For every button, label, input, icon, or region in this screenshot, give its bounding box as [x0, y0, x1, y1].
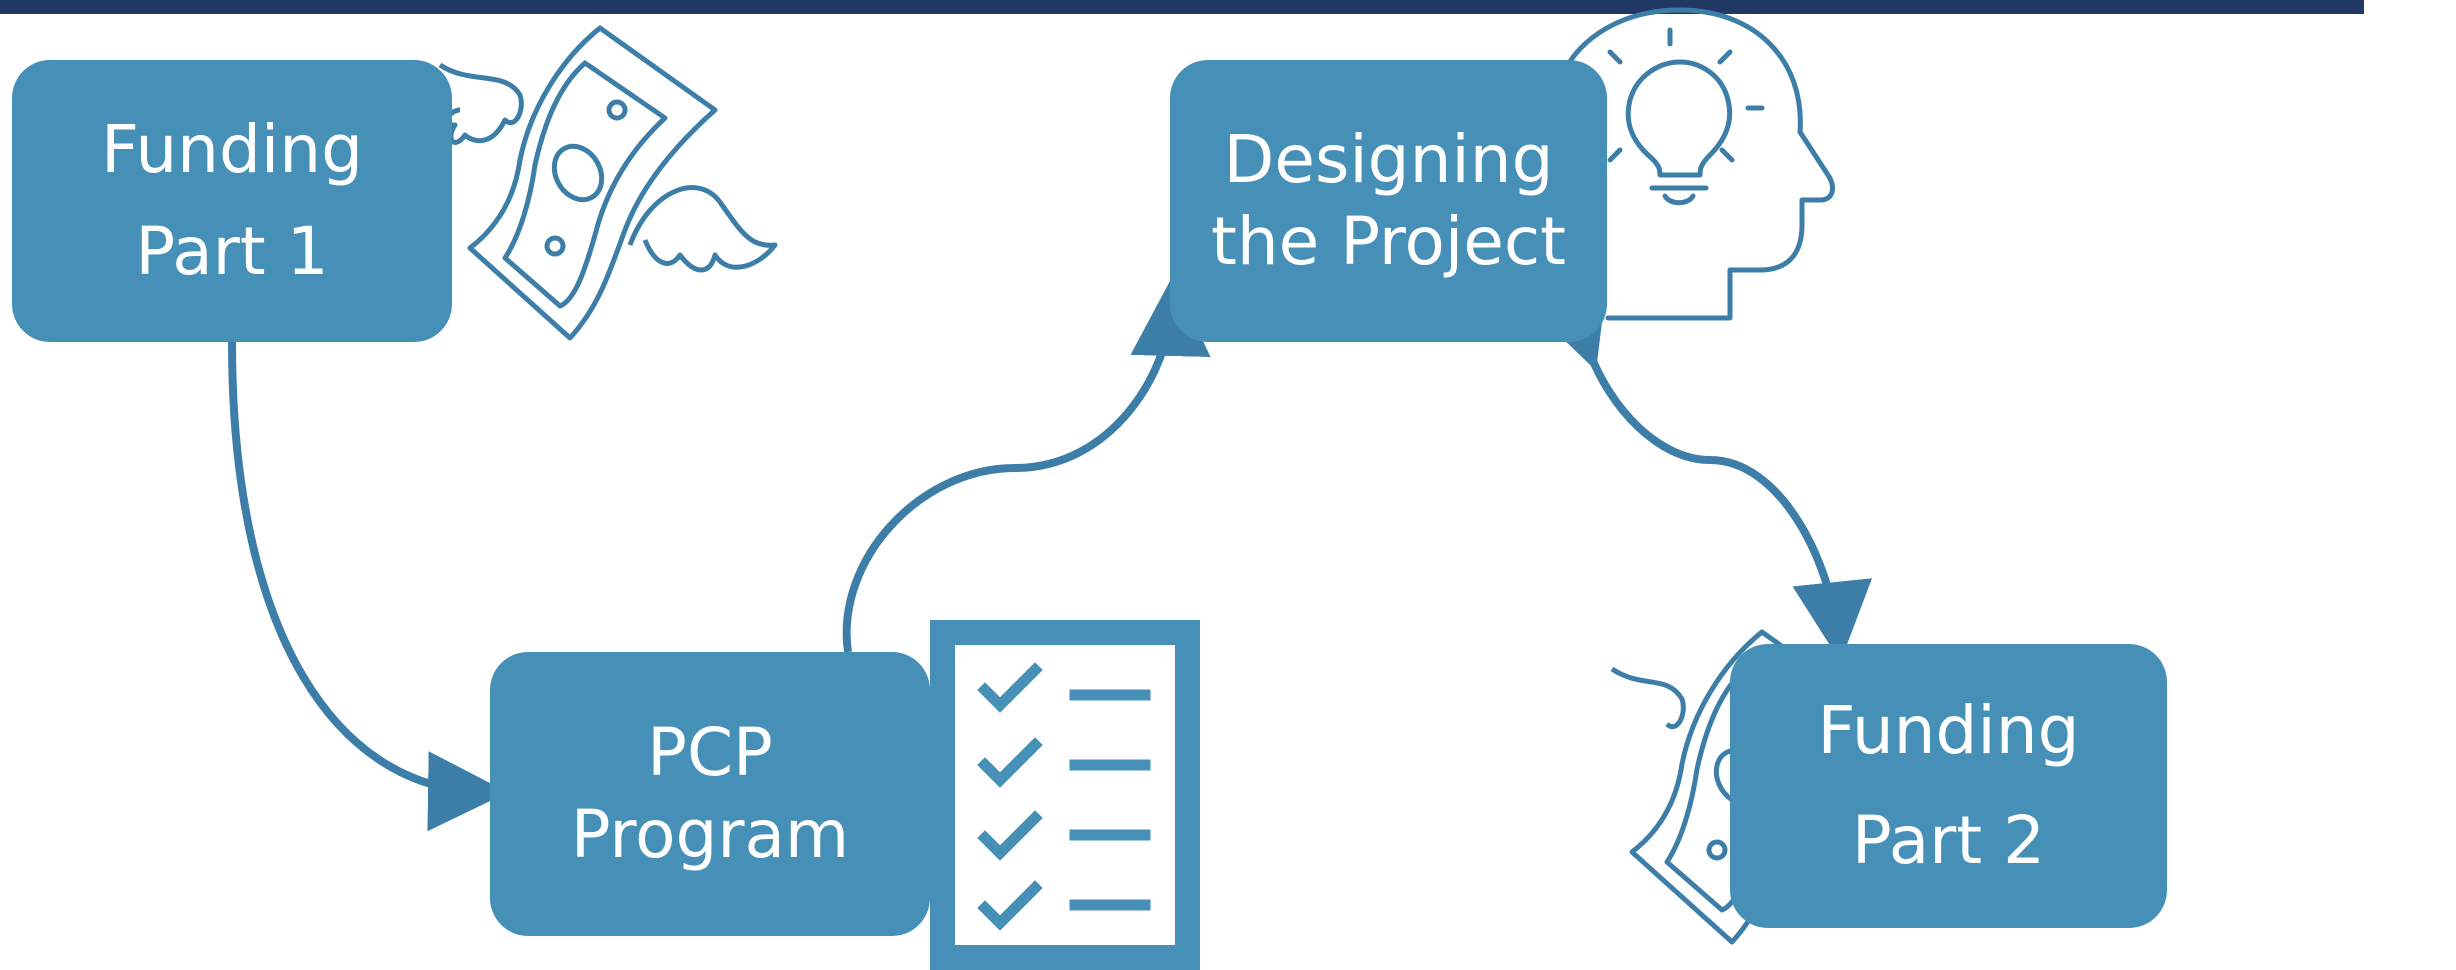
- designing-project-box: Designing the Project: [1170, 60, 1607, 342]
- header-bar: [0, 0, 2364, 14]
- connector-funding1-to-pcp: [228, 341, 508, 832]
- box-label-line: the Project: [1210, 203, 1567, 280]
- connector-design-funding2: [1531, 281, 1873, 662]
- funding-part-2-box: Funding Part 2: [1730, 644, 2167, 928]
- box-label-line: PCP: [647, 713, 773, 791]
- connector-pcp-to-design: [842, 276, 1211, 653]
- funding-part-1-box: Funding Part 1: [12, 60, 452, 342]
- box-label-line: Funding: [1817, 691, 2080, 769]
- box-label-line: Designing: [1223, 120, 1554, 198]
- box-label-line: Funding: [101, 110, 363, 188]
- lightbulb-head-icon: [1562, 7, 1835, 321]
- box-label-line: Part 2: [1851, 802, 2046, 879]
- box-label-line: Part 1: [135, 213, 329, 290]
- checklist-icon: [930, 620, 1200, 970]
- flying-money-icon: [438, 25, 778, 341]
- pcp-program-box: PCP Program: [490, 652, 930, 936]
- box-label-line: Program: [570, 796, 850, 873]
